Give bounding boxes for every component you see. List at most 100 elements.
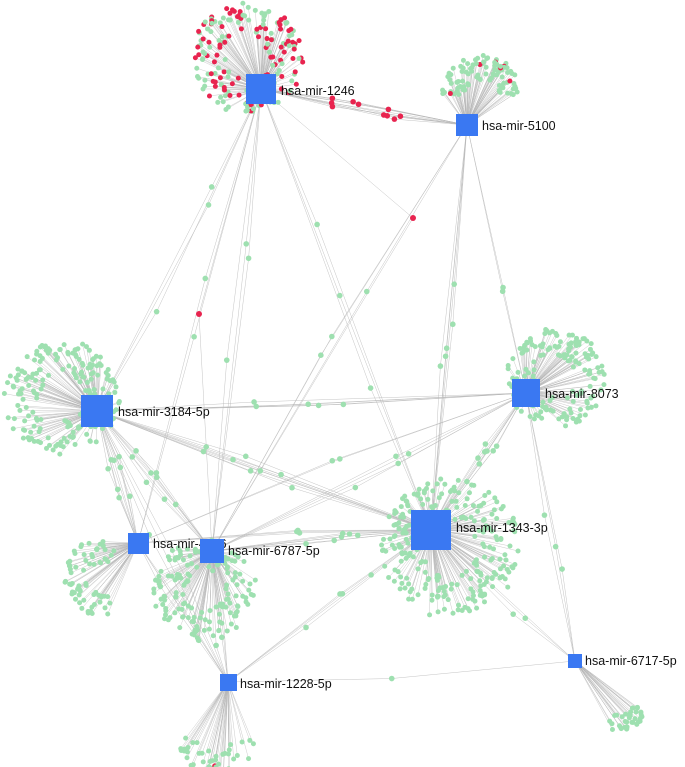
target-node[interactable] [194,564,200,570]
target-node[interactable] [245,255,252,262]
target-node[interactable] [601,382,607,388]
target-node[interactable] [381,536,387,542]
target-node[interactable] [599,363,605,369]
target-node[interactable] [105,559,111,565]
target-node[interactable] [167,557,173,563]
target-node[interactable] [68,582,74,588]
target-node[interactable] [225,596,231,602]
target-node[interactable] [39,355,45,361]
target-node[interactable] [190,740,196,746]
target-node[interactable] [451,281,458,287]
target-node[interactable] [223,586,229,592]
target-node[interactable] [484,575,490,581]
target-node[interactable] [129,454,136,460]
target-node[interactable] [458,63,464,69]
target-node[interactable] [179,606,185,612]
target-node[interactable] [72,366,78,372]
target-node[interactable] [435,609,441,615]
shared-target-node[interactable] [235,75,241,81]
target-node[interactable] [253,403,260,410]
target-node[interactable] [573,419,579,425]
shared-target-node[interactable] [278,44,284,50]
target-node[interactable] [40,382,46,388]
shared-target-node[interactable] [212,83,218,89]
target-node[interactable] [490,448,496,454]
target-node[interactable] [405,540,411,546]
target-node[interactable] [481,517,487,523]
target-node[interactable] [250,741,256,747]
target-node[interactable] [178,552,184,558]
hub-node-hsa-mir-6717-5p[interactable] [568,654,582,668]
target-node[interactable] [85,610,91,616]
target-node[interactable] [127,493,133,500]
target-node[interactable] [595,365,601,371]
target-node[interactable] [454,582,460,588]
target-node[interactable] [497,89,503,95]
target-node[interactable] [450,321,456,328]
target-node[interactable] [391,534,397,540]
target-node[interactable] [554,333,560,339]
target-node[interactable] [509,70,515,76]
target-node[interactable] [441,606,447,612]
shared-target-node[interactable] [192,55,198,61]
target-node[interactable] [629,719,635,725]
target-node[interactable] [392,567,398,573]
target-node[interactable] [157,583,164,590]
target-node[interactable] [71,370,77,376]
target-node[interactable] [407,589,413,595]
target-node[interactable] [470,589,476,595]
target-node[interactable] [199,609,205,615]
target-node[interactable] [111,457,117,464]
target-node[interactable] [567,406,573,412]
target-node[interactable] [81,567,87,573]
target-node[interactable] [11,416,17,422]
target-node[interactable] [98,362,104,368]
target-node[interactable] [634,704,640,710]
target-node[interactable] [19,368,25,374]
target-node[interactable] [234,752,240,758]
target-node[interactable] [251,399,257,405]
target-node[interactable] [226,747,232,753]
target-node[interactable] [226,17,232,23]
target-node[interactable] [105,611,111,617]
target-node[interactable] [562,355,568,361]
target-node[interactable] [207,759,213,765]
target-node[interactable] [10,426,16,432]
target-node[interactable] [337,456,343,462]
target-node[interactable] [246,587,252,593]
target-node[interactable] [367,385,374,391]
target-node[interactable] [34,351,40,357]
target-node[interactable] [490,584,496,590]
target-node[interactable] [289,484,295,491]
target-node[interactable] [512,529,518,535]
target-node[interactable] [53,443,59,449]
target-node[interactable] [340,401,347,408]
target-node[interactable] [175,545,181,551]
target-node[interactable] [555,352,561,358]
target-node[interactable] [451,484,457,490]
target-node[interactable] [29,374,35,380]
target-node[interactable] [398,574,404,580]
target-node[interactable] [452,516,458,522]
target-node[interactable] [481,59,487,65]
target-node[interactable] [396,542,402,548]
target-node[interactable] [481,500,487,506]
target-node[interactable] [191,333,197,340]
target-node[interactable] [406,581,412,587]
target-node[interactable] [266,49,272,55]
target-node[interactable] [100,386,106,392]
target-node[interactable] [507,543,513,549]
shared-target-node[interactable] [507,78,513,84]
target-node[interactable] [416,486,422,492]
target-node[interactable] [200,86,206,92]
target-node[interactable] [450,65,456,71]
target-node[interactable] [187,553,193,559]
target-node[interactable] [228,742,234,748]
hub-node-hsa-mir-4706[interactable] [128,533,149,554]
target-node[interactable] [424,485,430,491]
target-node[interactable] [225,74,231,80]
shared-target-node[interactable] [384,113,391,119]
target-node[interactable] [158,596,164,602]
target-node[interactable] [61,435,67,441]
target-node[interactable] [573,342,579,348]
